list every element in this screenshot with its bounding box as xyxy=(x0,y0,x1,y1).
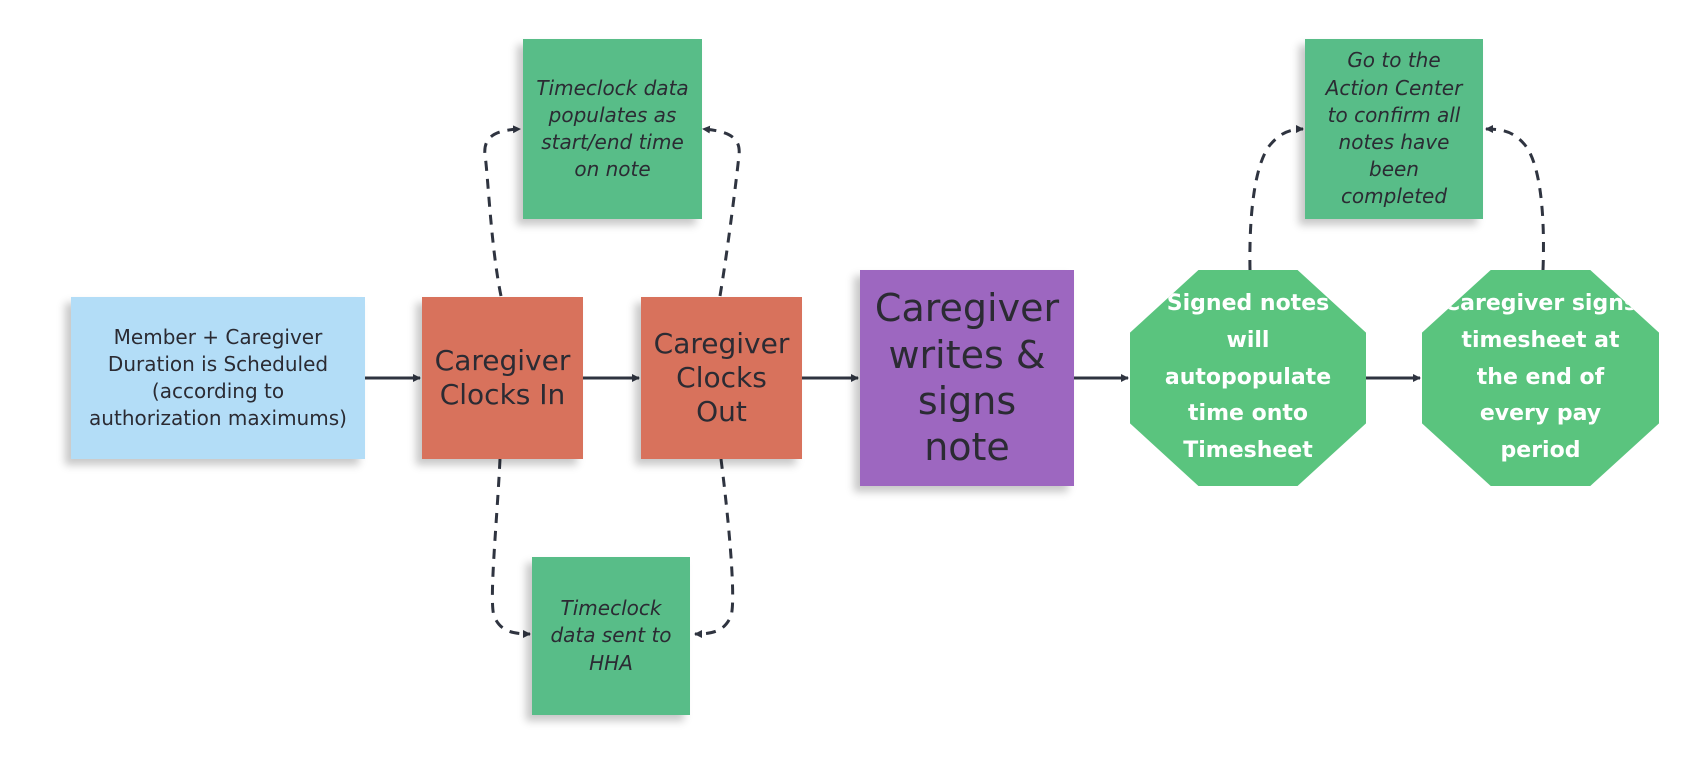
writes-note-label: Caregiver writes & signs note xyxy=(874,286,1060,470)
signs-timesheet-label: Caregiver signs timesheet at the end of … xyxy=(1444,290,1637,464)
timeclock-hha-sticky: Timeclock data sent to HHA xyxy=(532,557,690,715)
clock-out-sticky: Caregiver Clocks Out xyxy=(641,297,802,459)
autopopulate-label: Signed notes will autopopulate time onto… xyxy=(1164,290,1332,464)
timeclock-start-end-label: Timeclock data populates as start/end ti… xyxy=(536,75,689,182)
dashed-arrow-autopopulate-to-action-center xyxy=(1248,125,1304,271)
dashed-arrow-clock-in-to-timeclock-start-end xyxy=(483,125,521,297)
action-center-label: Go to the Action Center to confirm all n… xyxy=(1325,48,1463,209)
dashed-arrow-clock-out-to-timeclock-start-end xyxy=(702,125,741,297)
signs-timesheet-octagon: Caregiver signs timesheet at the end of … xyxy=(1422,270,1659,486)
dashed-arrow-clock-out-to-timeclock-hha xyxy=(694,458,735,638)
scheduled-sticky: Member + Caregiver Duration is Scheduled… xyxy=(71,297,365,459)
autopopulate-octagon: Signed notes will autopopulate time onto… xyxy=(1130,270,1366,486)
dashed-arrow-clock-in-to-timeclock-hha xyxy=(490,458,531,638)
dashed-arrow-signs-timesheet-to-action-center xyxy=(1485,125,1545,271)
clock-out-label: Caregiver Clocks Out xyxy=(653,326,790,429)
timeclock-start-end-sticky: Timeclock data populates as start/end ti… xyxy=(523,39,702,219)
action-center-sticky: Go to the Action Center to confirm all n… xyxy=(1305,39,1483,219)
writes-note-sticky: Caregiver writes & signs note xyxy=(860,270,1074,486)
clock-in-sticky: Caregiver Clocks In xyxy=(422,297,583,459)
scheduled-label: Member + Caregiver Duration is Scheduled… xyxy=(89,325,347,430)
timeclock-hha-label: Timeclock data sent to HHA xyxy=(550,596,672,675)
clock-in-label: Caregiver Clocks In xyxy=(434,343,571,411)
